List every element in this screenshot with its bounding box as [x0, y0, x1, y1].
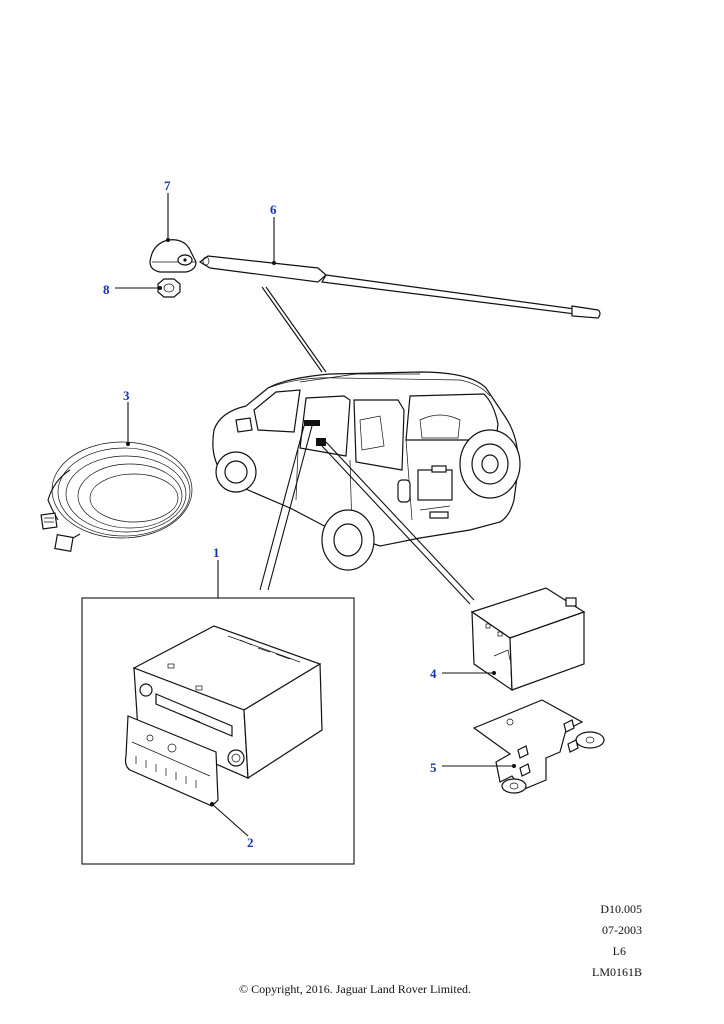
- leader-mast-to-car: [261, 286, 323, 373]
- module-part: [470, 587, 586, 692]
- callout-3: 3: [123, 388, 130, 403]
- reference-code: D10.005: [600, 902, 642, 916]
- callout-8: 8: [103, 282, 110, 297]
- leader-2: [211, 803, 249, 837]
- callout-2: 2: [247, 835, 254, 850]
- reference-drawing-number: LM0161B: [591, 965, 642, 979]
- callout-1: 1: [213, 545, 220, 560]
- copyright-notice: © Copyright, 2016. Jaguar Land Rover Lim…: [238, 982, 472, 996]
- cable-harness-part: [40, 441, 193, 552]
- reference-variant: L6: [612, 944, 626, 958]
- callout-4: 4: [430, 666, 437, 681]
- antenna-mast-part: [198, 255, 601, 319]
- leader-car-to-radio: [259, 425, 305, 591]
- reference-date: 07-2003: [602, 923, 642, 937]
- nut-part: [157, 278, 181, 298]
- radio-faceplate-part: [124, 715, 219, 807]
- antenna-base-part: [149, 239, 197, 273]
- vehicle-illustration: [212, 371, 521, 571]
- callout-7: 7: [164, 178, 171, 193]
- callout-5: 5: [430, 760, 437, 775]
- leader-car-to-module: [321, 445, 471, 605]
- bracket-part: [472, 699, 605, 794]
- callout-6: 6: [270, 202, 277, 217]
- radio-unit-part: [132, 625, 323, 780]
